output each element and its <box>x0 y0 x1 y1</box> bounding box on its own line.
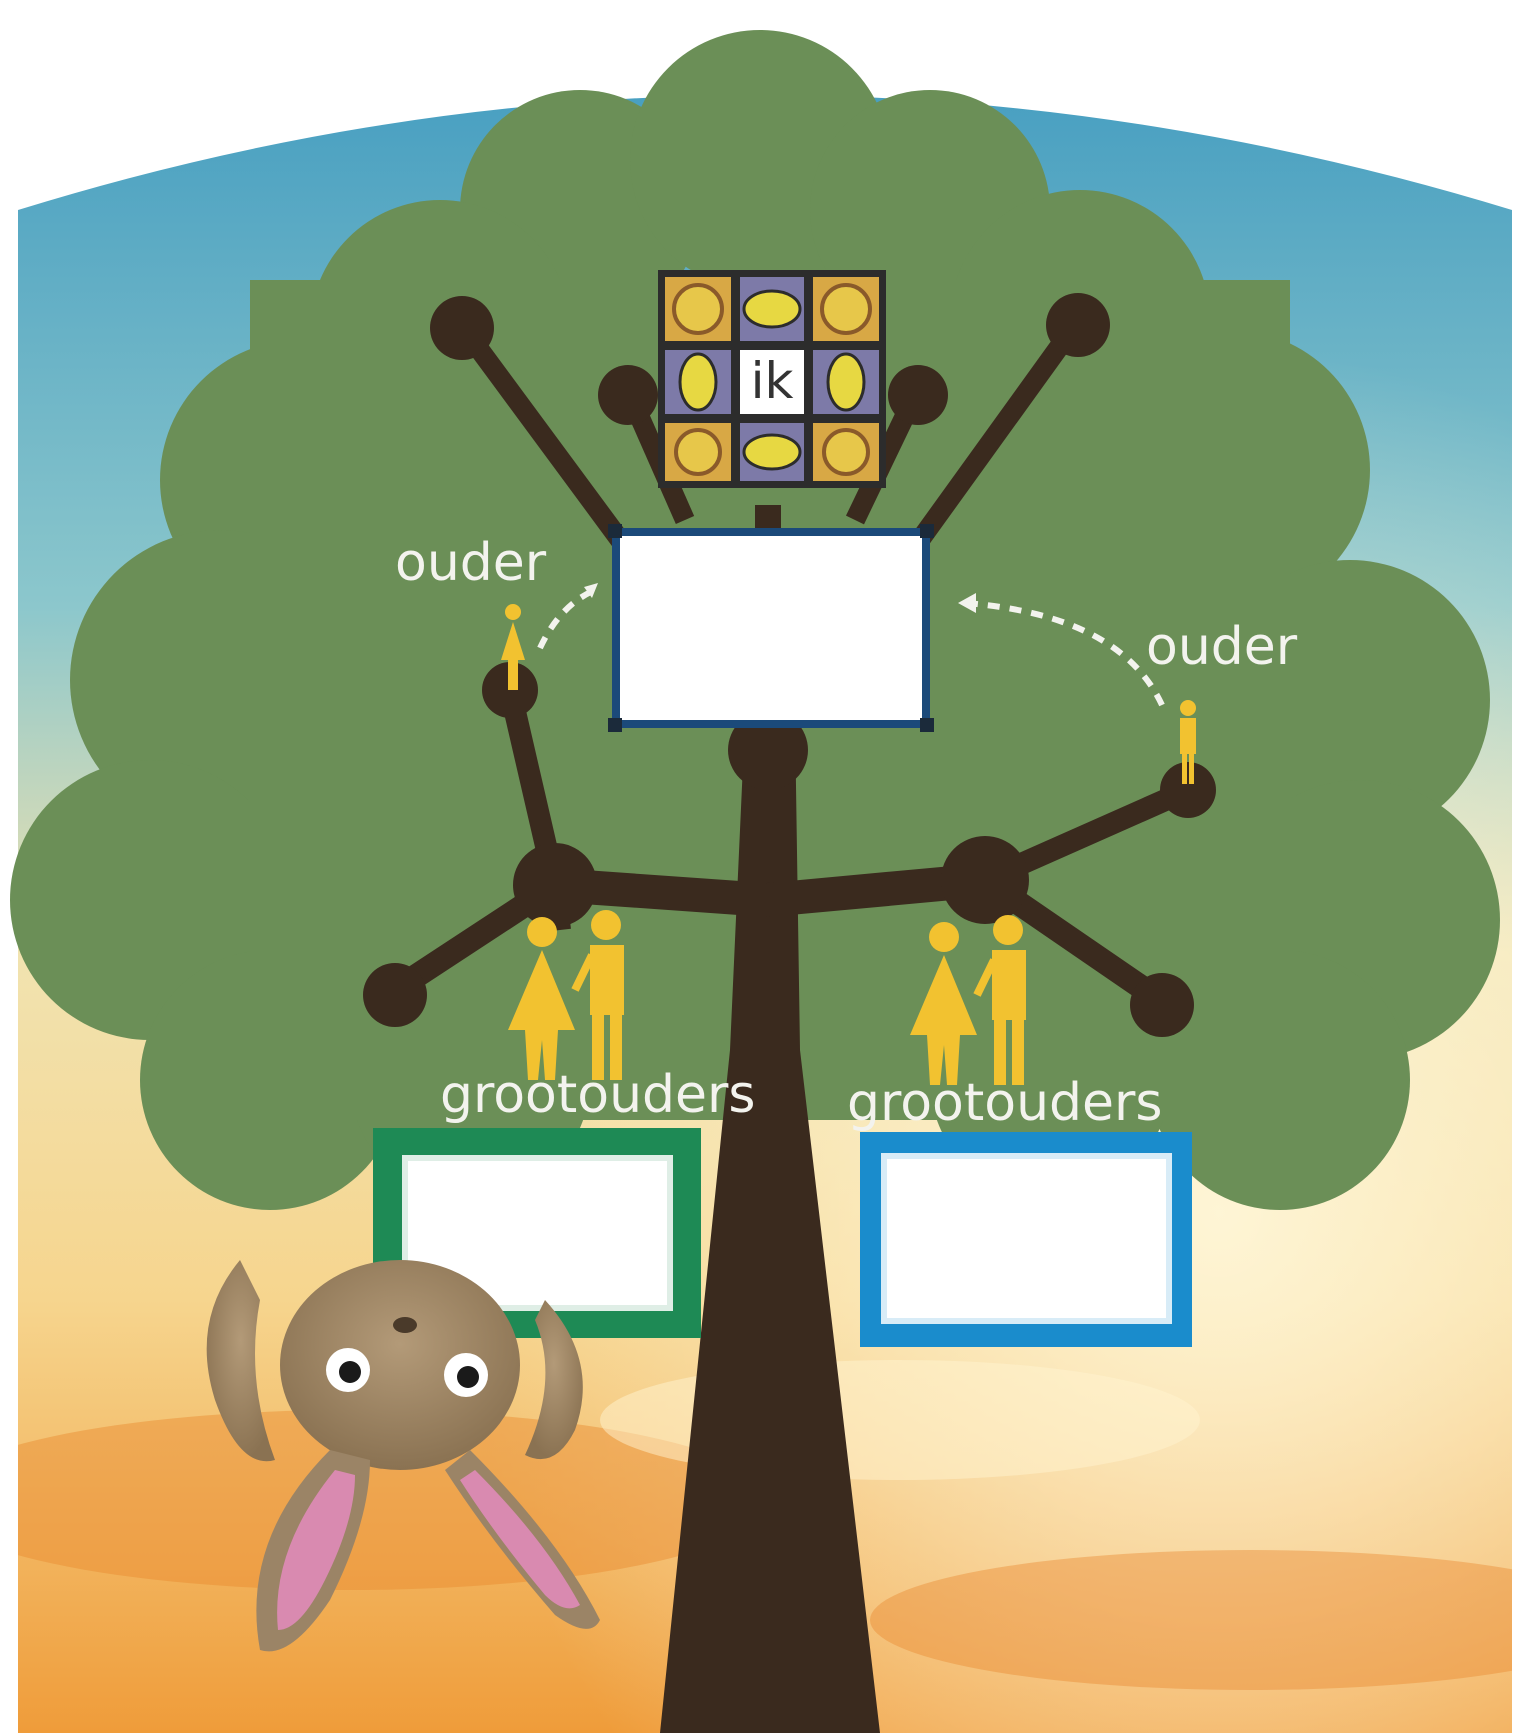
parent-label-left: ouder <box>395 533 547 593</box>
grandparents-label-right: grootouders <box>847 1073 1163 1133</box>
me-frame: ik <box>658 270 886 488</box>
parent-label-right: ouder <box>1146 617 1298 677</box>
grandparents-frame-right <box>860 1132 1192 1347</box>
parents-frame <box>608 524 934 732</box>
me-label: ik <box>751 352 794 410</box>
grandparents-label-left: grootouders <box>440 1065 756 1125</box>
